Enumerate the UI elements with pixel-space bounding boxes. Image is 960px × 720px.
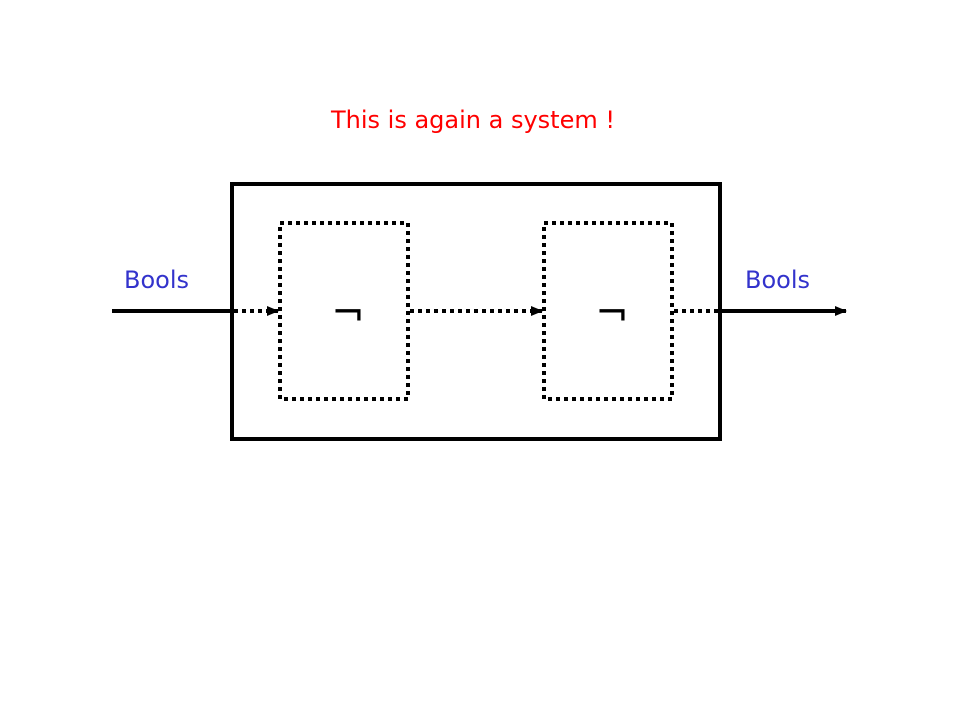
- negation-symbol-2: ¬: [595, 290, 629, 336]
- negation-block-2: [542, 221, 674, 401]
- diagram-title: This is again a system !: [331, 106, 615, 134]
- negation-symbol-1: ¬: [331, 290, 365, 336]
- output-label: Bools: [745, 266, 811, 294]
- negation-block-1: [278, 221, 410, 401]
- input-label: Bools: [124, 266, 190, 294]
